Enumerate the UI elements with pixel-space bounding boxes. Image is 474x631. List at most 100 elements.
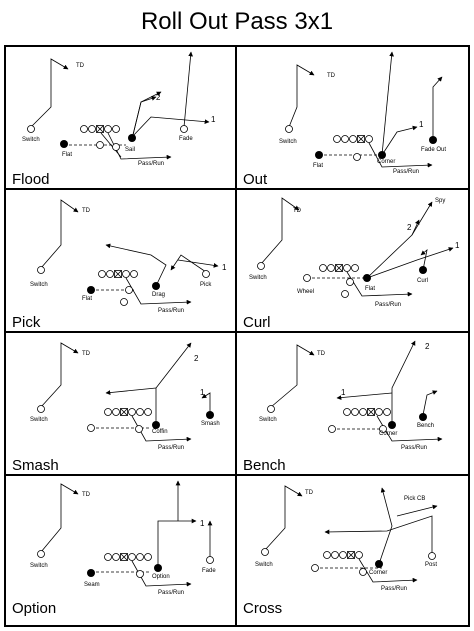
label-bench: Bench xyxy=(417,423,434,429)
label-option-1: 1 xyxy=(222,263,227,272)
label-switch: Switch xyxy=(255,562,273,568)
label-pass-run: Pass/Run xyxy=(375,302,401,308)
route-switch xyxy=(264,485,303,551)
label-pass-run: Pass/Run xyxy=(401,445,427,451)
label-option-2: 2 xyxy=(425,342,430,351)
play-diagram-bench: TD Switch Corner Bench Pass/Run 1 2 Benc… xyxy=(237,333,470,478)
route-switch xyxy=(40,483,79,553)
route-qb xyxy=(100,132,122,158)
label-corner: Corner xyxy=(379,431,397,437)
play-diagram-pick: TD Switch Flat Drag Pick Pass/Run 1 Pick xyxy=(6,190,239,335)
route-pass-run xyxy=(131,415,192,442)
page-title: Roll Out Pass 3x1 xyxy=(140,8,334,35)
label-td: TD xyxy=(327,73,336,79)
route-drag xyxy=(105,243,167,287)
label-pass-run: Pass/Run xyxy=(138,161,164,167)
label-seam: Seam xyxy=(84,582,100,588)
label-switch: Switch xyxy=(279,139,297,145)
play-name-out: Out xyxy=(243,171,268,188)
label-sail: Sail xyxy=(125,147,135,153)
route-cross xyxy=(336,392,393,400)
label-td: TD xyxy=(76,63,85,69)
route-sail-deep xyxy=(131,91,162,140)
route-cross xyxy=(105,387,157,395)
play-diagram-curl: TD Switch Wheel Flat Curl Spy Pass/Run 1… xyxy=(237,190,470,335)
label-fade: Fade xyxy=(202,568,216,574)
route-pass-run xyxy=(368,142,433,168)
route-spy-2 xyxy=(411,219,420,236)
play-diagram-option: TD Switch Seam Option Fade Pass/Run 1 Op… xyxy=(6,476,239,621)
route-switch xyxy=(40,199,79,269)
label-td: TD xyxy=(82,208,91,214)
route-out xyxy=(177,259,219,268)
play-name-option: Option xyxy=(12,600,57,617)
label-option-1: 1 xyxy=(341,388,346,397)
play-grid xyxy=(4,45,470,627)
label-td: TD xyxy=(305,490,314,496)
label-smash: Smash xyxy=(201,421,220,427)
route-post xyxy=(324,515,433,554)
label-flat: Flat xyxy=(365,286,375,292)
route-bench xyxy=(422,390,438,416)
play-name-pick: Pick xyxy=(12,314,41,331)
label-corner: Corner xyxy=(377,159,395,165)
label-option-2: 2 xyxy=(194,354,199,363)
play-diagram-cross: TD Switch Corner Post Pick CB Pass/Run C… xyxy=(237,476,470,621)
label-switch: Switch xyxy=(249,275,267,281)
label-corner: Corner xyxy=(369,570,387,576)
label-curl: Curl xyxy=(417,278,428,284)
label-option-2: 2 xyxy=(156,93,161,102)
route-switch xyxy=(260,197,300,265)
route-corner xyxy=(391,340,416,425)
label-switch: Switch xyxy=(30,282,48,288)
route-switch xyxy=(288,64,315,128)
route-curl-2 xyxy=(420,248,428,271)
label-td: TD xyxy=(293,208,302,214)
play-name-flood: Flood xyxy=(12,171,50,188)
play-name-curl: Curl xyxy=(243,314,271,331)
route-out xyxy=(381,125,418,156)
label-switch: Switch xyxy=(30,417,48,423)
route-curl xyxy=(366,247,454,279)
play-name-cross: Cross xyxy=(243,600,283,617)
label-spy: Spy xyxy=(435,198,445,204)
label-td: TD xyxy=(82,492,91,498)
label-wheel: Wheel xyxy=(297,289,314,295)
label-pass-run: Pass/Run xyxy=(158,308,184,314)
grid-divider-row-1 xyxy=(4,188,470,190)
route-pass-run xyxy=(346,271,413,297)
grid-divider-vertical xyxy=(235,45,237,627)
label-switch: Switch xyxy=(259,417,277,423)
label-coffin: Coffin xyxy=(152,429,168,435)
route-fade-out xyxy=(432,76,443,139)
label-option-2: 2 xyxy=(407,223,412,232)
route-pick-cb xyxy=(396,504,438,517)
route-switch xyxy=(30,58,69,128)
route-pick xyxy=(170,254,207,273)
route-switch xyxy=(270,344,315,408)
play-diagram-flood: TD Switch Flat Sail Fade Pass/Run 1 2 Fl… xyxy=(6,47,239,192)
label-fade-out: Fade Out xyxy=(421,147,446,153)
label-pick: Pick xyxy=(200,282,212,288)
play-diagram-out: TD Switch Flat Corner Fade Out Pass/Run … xyxy=(237,47,470,192)
label-fade: Fade xyxy=(179,136,193,142)
play-diagram-smash: TD Switch Coffin Smash Pass/Run 1 2 Smas… xyxy=(6,333,239,478)
route-coffin xyxy=(155,342,192,425)
label-pass-run: Pass/Run xyxy=(158,445,184,451)
route-pass-run xyxy=(358,558,418,583)
label-pass-run: Pass/Run xyxy=(381,586,407,592)
label-switch: Switch xyxy=(22,137,40,143)
label-option-1: 1 xyxy=(200,388,205,397)
label-td: TD xyxy=(317,351,326,357)
route-pass-run xyxy=(125,277,192,305)
label-option: Option xyxy=(152,574,170,580)
route-corner xyxy=(381,51,394,156)
route-pass-run xyxy=(131,560,192,587)
label-option-1: 1 xyxy=(200,519,205,528)
route-fade xyxy=(183,51,193,128)
label-pass-run: Pass/Run xyxy=(393,169,419,175)
label-switch: Switch xyxy=(30,563,48,569)
route-smash xyxy=(201,392,211,413)
label-post: Post xyxy=(425,562,437,568)
route-switch xyxy=(40,342,79,408)
